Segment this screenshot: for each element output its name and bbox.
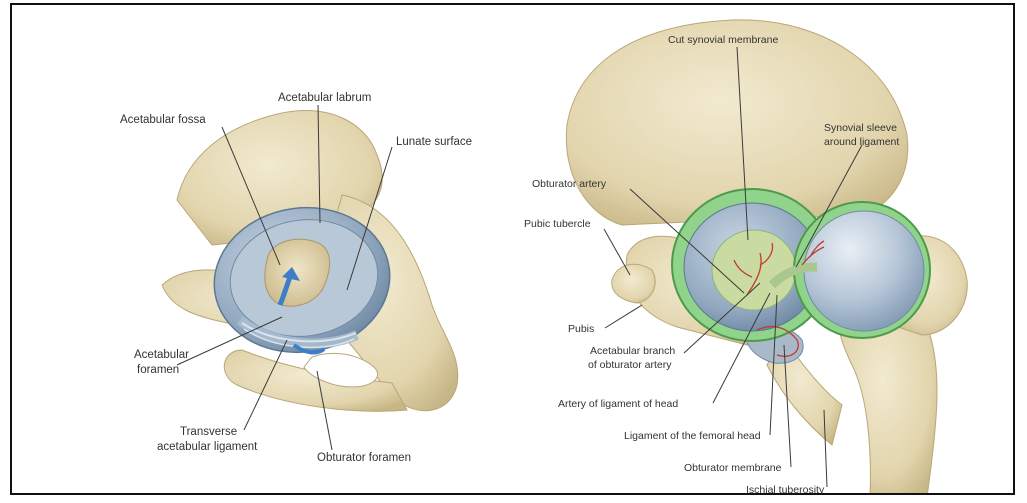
label-obturator-foramen: Obturator foramen xyxy=(317,452,411,464)
label-lunate-surface: Lunate surface xyxy=(396,136,472,148)
label-acetabular-foramen-2: foramen xyxy=(137,364,179,376)
label-acetabular-branch-1: Acetabular branch xyxy=(590,345,675,357)
label-acetabular-labrum: Acetabular labrum xyxy=(278,92,371,104)
label-artery-ligament-head: Artery of ligament of head xyxy=(558,398,678,410)
label-transverse-2: acetabular ligament xyxy=(157,441,258,453)
hip-joint-illustration: Acetabular labrum Acetabular fossa Lunat… xyxy=(12,5,1015,495)
figure-frame: Acetabular labrum Acetabular fossa Lunat… xyxy=(10,3,1015,495)
label-cut-synovial-membrane: Cut synovial membrane xyxy=(668,34,778,46)
label-acetabular-foramen-1: Acetabular xyxy=(134,349,189,361)
label-pubic-tubercle: Pubic tubercle xyxy=(524,218,591,230)
label-obturator-artery: Obturator artery xyxy=(532,178,607,190)
label-ischial-tuberosity: Ischial tuberosity xyxy=(746,484,825,495)
label-pubis: Pubis xyxy=(568,323,594,335)
label-acetabular-branch-2: of obturator artery xyxy=(588,359,672,371)
label-synovial-sleeve-1: Synovial sleeve xyxy=(824,122,897,134)
label-transverse-1: Transverse xyxy=(180,426,237,438)
label-obturator-membrane: Obturator membrane xyxy=(684,462,782,474)
label-acetabular-fossa: Acetabular fossa xyxy=(120,114,206,126)
left-hip-bone xyxy=(162,111,458,412)
label-ligament-femoral-head: Ligament of the femoral head xyxy=(624,430,761,442)
right-hip-bone xyxy=(566,20,967,495)
label-synovial-sleeve-2: around ligament xyxy=(824,136,899,148)
